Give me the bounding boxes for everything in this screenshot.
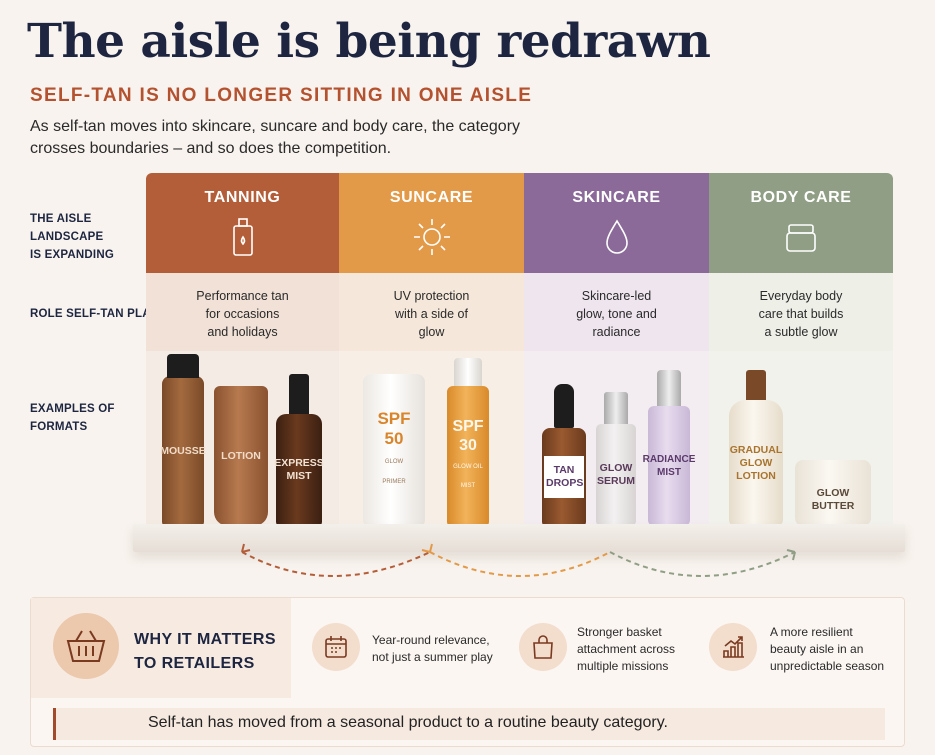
summary-callout: Self-tan has moved from a seasonal produ… xyxy=(53,708,885,740)
product-gradual-glow-lotion: GRADUAL GLOW LOTION xyxy=(729,400,783,526)
row-label-role: ROLE SELF-TAN PLAYS xyxy=(30,308,166,320)
product-label: MOUSSE xyxy=(160,444,206,457)
column-products-tanning: MOUSSE LOTION EXPRESS MIST xyxy=(146,351,339,526)
product-glow-butter: GLOW BUTTER xyxy=(795,460,871,526)
product-label: LOTION xyxy=(221,449,261,462)
row-label-landscape: THE AISLE LANDSCAPE IS EXPANDING xyxy=(30,213,114,261)
dropper-cap xyxy=(554,384,574,428)
page-subtitle: SELF-TAN IS NO LONGER SITTING IN ONE AIS… xyxy=(30,85,533,106)
column-role-body-care: Everyday body care that builds a subtle … xyxy=(709,273,893,351)
product-mousse: MOUSSE xyxy=(160,376,206,526)
tan-bottle-icon xyxy=(232,218,253,256)
benefit-text: Stronger basket attachment across multip… xyxy=(577,625,676,673)
product-label: SPF 50 xyxy=(377,408,411,448)
shelf xyxy=(133,524,905,552)
product-sublabel: GLOW PRIMER xyxy=(382,458,406,485)
product-spf50: SPF 50 GLOW PRIMER xyxy=(363,374,425,526)
retailers-heading: WHY IT MATTERS TO RETAILERS xyxy=(134,631,276,672)
growth-chart-icon xyxy=(709,623,757,671)
benefit-text: Year-round relevance, not just a summer … xyxy=(372,633,493,664)
calendar-icon xyxy=(312,623,360,671)
product-label: GLOW BUTTER xyxy=(811,487,855,512)
column-header-tanning: TANNING xyxy=(146,173,339,273)
column-header-skincare: SKINCARE xyxy=(524,173,709,273)
retailers-panel: WHY IT MATTERS TO RETAILERS Year-round r… xyxy=(30,597,905,747)
product-glow-serum: GLOW SERUM xyxy=(596,424,636,526)
pump-cap xyxy=(746,370,766,400)
column-name: SKINCARE xyxy=(572,189,661,206)
product-lotion: LOTION xyxy=(214,386,268,526)
product-tan-drops: TAN DROPS xyxy=(542,428,586,526)
intro-text: As self-tan moves into skincare, suncare… xyxy=(30,118,521,157)
column-products-skincare: TAN DROPS GLOW SERUM RADIANCE MIST xyxy=(524,351,709,526)
column-header-body-care: BODY CARE xyxy=(709,173,893,273)
product-label: SPF 30 xyxy=(452,417,484,454)
row-label-formats: EXAMPLES OF FORMATS xyxy=(30,403,115,433)
column-role-suncare: UV protection with a side of glow xyxy=(339,273,524,351)
product-express-mist: EXPRESS MIST xyxy=(274,414,324,526)
shopping-bag-icon xyxy=(519,623,567,671)
pump-cap xyxy=(167,354,199,378)
connection-arrows xyxy=(241,543,796,577)
sun-icon xyxy=(413,219,450,255)
product-label: EXPRESS MIST xyxy=(274,457,324,482)
benefit-text: A more resilient beauty aisle in an unpr… xyxy=(770,625,885,673)
column-role-skincare: Skincare-led glow, tone and radiance xyxy=(524,273,709,351)
droplet-icon xyxy=(605,219,628,254)
product-spf30: SPF 30 GLOW OIL MIST xyxy=(447,386,489,526)
product-radiance-mist: RADIANCE MIST xyxy=(643,406,695,526)
product-label: TAN DROPS xyxy=(544,456,584,498)
retailers-left: WHY IT MATTERS TO RETAILERS xyxy=(31,598,291,698)
spray-cap xyxy=(657,370,681,406)
product-label: GRADUAL GLOW LOTION xyxy=(729,443,783,482)
column-header-suncare: SUNCARE xyxy=(339,173,524,273)
column-name: BODY CARE xyxy=(750,189,852,206)
product-sublabel: GLOW OIL MIST xyxy=(453,463,483,489)
spray-cap xyxy=(454,358,482,386)
column-name: TANNING xyxy=(204,189,281,206)
pump-cap xyxy=(604,392,628,424)
column-role-tanning: Performance tan for occasions and holida… xyxy=(146,273,339,351)
column-name: SUNCARE xyxy=(389,189,474,206)
column-products-suncare: SPF 50 GLOW PRIMER SPF 30 GLOW OIL MIST xyxy=(339,351,524,526)
product-label: GLOW SERUM xyxy=(597,462,635,487)
jar-icon xyxy=(786,224,816,252)
page-title: The aisle is being redrawn xyxy=(27,14,711,69)
spray-cap xyxy=(289,374,309,414)
product-label: RADIANCE MIST xyxy=(642,454,696,478)
basket-icon xyxy=(53,613,119,679)
column-products-body-care: GRADUAL GLOW LOTION GLOW BUTTER xyxy=(709,351,893,526)
